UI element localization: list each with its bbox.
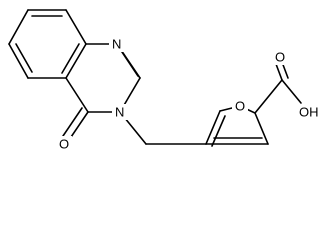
carboxylic-acid-group [254, 61, 302, 114]
ring-nitrogen-lower-label: N [115, 105, 124, 120]
carboxyl-oxygen-label: O [275, 50, 285, 65]
hydroxyl-label: OH [299, 105, 319, 120]
furan-oxygen-label: O [235, 99, 245, 114]
carbonyl-bond [62, 107, 89, 141]
benzene-ring [8, 9, 87, 79]
methylene-linker [119, 111, 207, 145]
chemical-structure: N N O O O OH [8, 9, 319, 152]
ring-nitrogen-top-label: N [112, 37, 121, 52]
pyrimidinone-ring [65, 43, 141, 113]
carbonyl-oxygen-label: O [59, 137, 69, 152]
